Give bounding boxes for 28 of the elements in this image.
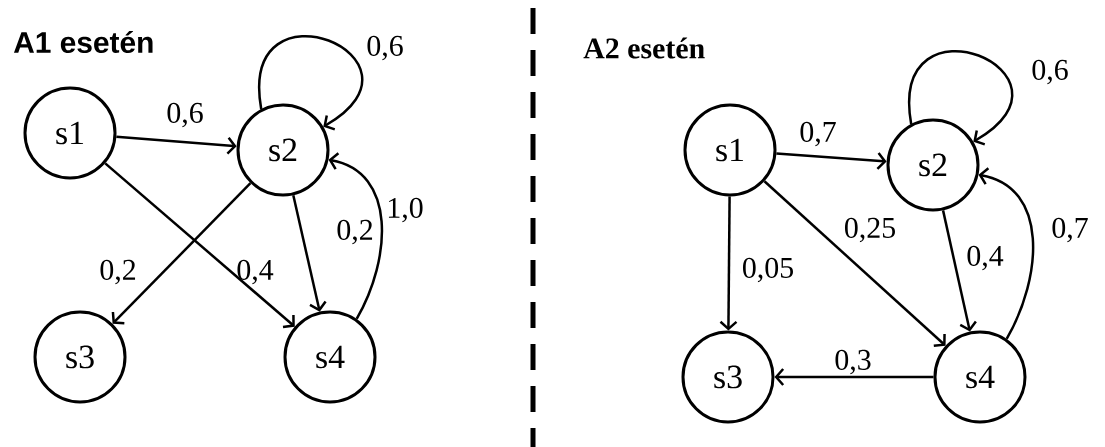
edge-label: 1,0 xyxy=(388,197,423,223)
arrow xyxy=(978,167,1035,340)
arrow xyxy=(941,210,977,332)
arrow xyxy=(719,196,738,331)
edge-label: 0,2 xyxy=(337,219,373,245)
edge-label: 0,6 xyxy=(167,102,203,128)
arrow xyxy=(104,162,295,329)
edge-label: 0,7 xyxy=(1052,217,1088,243)
edge-label: 0,7 xyxy=(800,121,836,147)
edge-label: 0,2 xyxy=(100,259,136,285)
arrow xyxy=(111,182,252,325)
edge-label: 0,25 xyxy=(845,217,895,243)
edge-label: 0,6 xyxy=(367,35,403,61)
arrow xyxy=(776,152,887,170)
panel-title: A1 esetén xyxy=(13,30,153,54)
arrow xyxy=(116,135,237,155)
edge-label: 0,4 xyxy=(237,259,274,285)
arrow xyxy=(908,50,1014,146)
edge-label: 0,05 xyxy=(743,257,793,283)
arrow xyxy=(328,152,384,320)
panel-title: A2 esetén xyxy=(583,37,705,59)
arrow xyxy=(258,35,364,131)
arrow xyxy=(774,368,934,386)
edge-label: 0,3 xyxy=(835,349,871,375)
arrow xyxy=(763,180,946,348)
edge-label: 0,6 xyxy=(1032,59,1068,85)
edge-label: 0,4 xyxy=(967,245,1004,271)
arrow xyxy=(292,195,327,312)
